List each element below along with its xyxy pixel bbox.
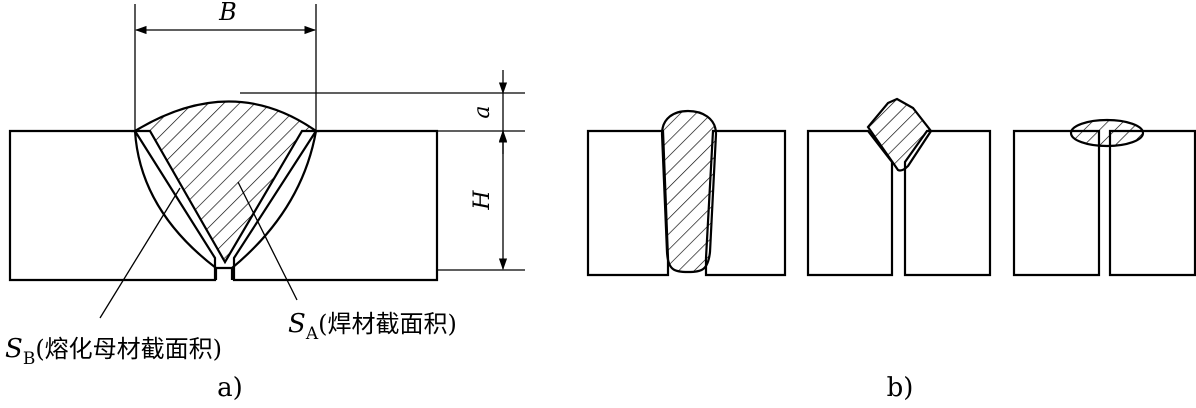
left-plate bbox=[806, 129, 894, 277]
caption-b: b) bbox=[887, 373, 914, 403]
right-plate bbox=[1108, 129, 1196, 277]
sb-label: SB(熔化母材截面积) bbox=[5, 334, 222, 369]
root-gap bbox=[214, 268, 234, 280]
weld-variant-diamond bbox=[806, 97, 992, 277]
dim-b-extension-lines bbox=[134, 4, 317, 131]
left-plate bbox=[586, 129, 670, 277]
dim-b-label: B bbox=[218, 0, 237, 26]
weld-bead bbox=[866, 97, 933, 172]
dim-h-label: H bbox=[470, 190, 495, 211]
sa-leader-line bbox=[237, 181, 298, 301]
sb-leader-line bbox=[99, 187, 181, 319]
weld-bead bbox=[660, 109, 718, 274]
groove-face-lines bbox=[149, 130, 303, 264]
dim-a-h-extension-lines bbox=[240, 92, 525, 271]
dim-a-label: a bbox=[470, 105, 495, 118]
right-plate bbox=[232, 129, 439, 282]
panel-b: b) bbox=[586, 97, 1196, 403]
weld-variant-shallow bbox=[1012, 118, 1196, 277]
weld-bead bbox=[1069, 118, 1145, 148]
sa-label: SA(焊材截面积) bbox=[288, 309, 457, 344]
left-plate bbox=[1012, 129, 1101, 277]
panel-a: B a H SB(熔化母材截面积) SA(焊材截面积) a) bbox=[5, 0, 525, 403]
weld-filler-region bbox=[131, 100, 320, 265]
right-plate bbox=[704, 129, 787, 277]
caption-a: a) bbox=[217, 373, 243, 403]
weld-variant-deep-penetration bbox=[586, 109, 787, 277]
right-plate bbox=[903, 129, 992, 277]
